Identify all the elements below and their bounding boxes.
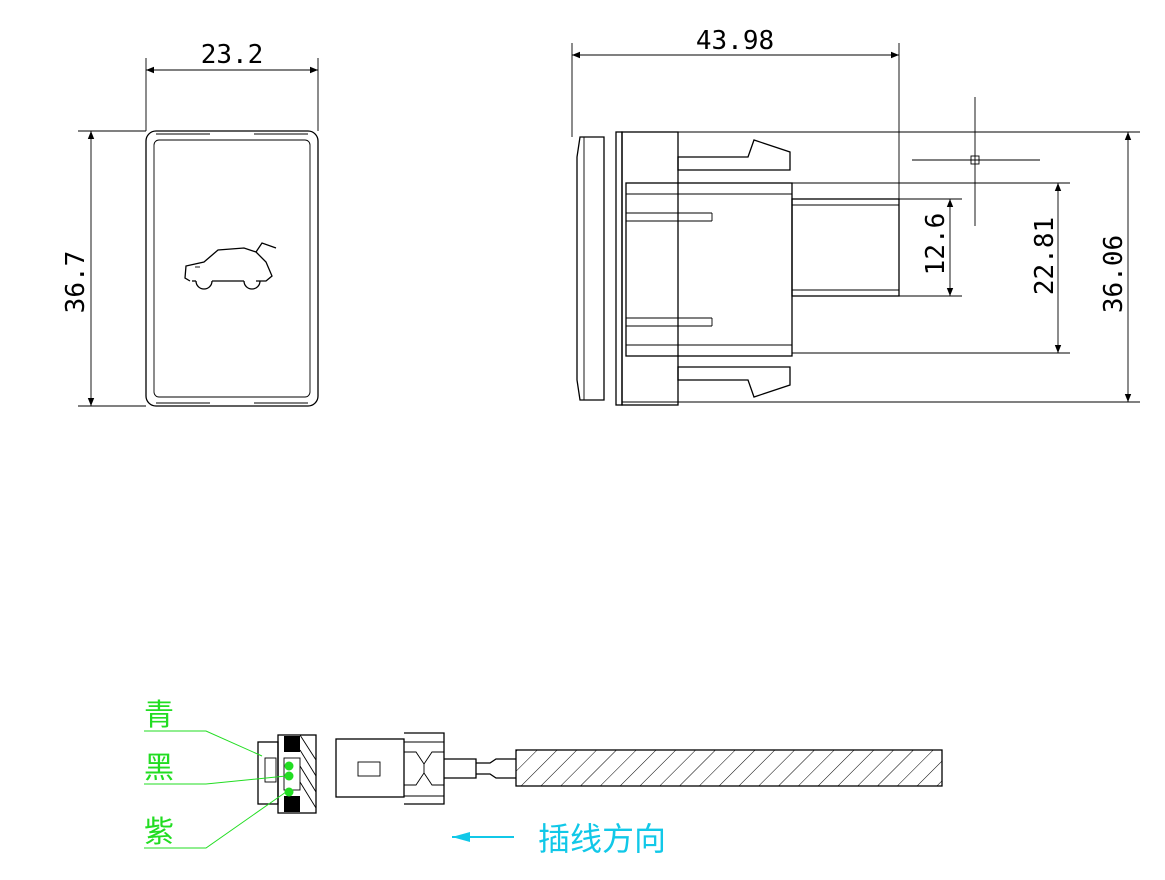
dim-side-height: 36.06 (1099, 235, 1129, 313)
dim-side-depth: 43.98 (696, 26, 774, 56)
wire-label-purple: 紫 (144, 815, 174, 850)
plug-collar (404, 732, 445, 805)
side-latch-bottom (677, 366, 791, 398)
side-view: 43.98 12.6 22.81 36.06 (571, 26, 1140, 406)
leader-cyan (144, 730, 263, 757)
socket-front (257, 741, 279, 805)
plug-window (357, 761, 381, 777)
insert-direction-label: 插线方向 (538, 820, 666, 858)
leader-black (144, 775, 287, 785)
wire-harness (515, 749, 943, 787)
dim-side-inner: 22.81 (1030, 217, 1060, 295)
dim-front-width: 23.2 (201, 40, 264, 70)
side-latch-top (677, 139, 791, 171)
pin-cyan-dot (284, 761, 294, 771)
front-view: 23.2 36.7 (61, 40, 319, 407)
side-housing (625, 182, 793, 357)
connector-view: 青 黑 紫 插线方向 (144, 698, 943, 858)
dim-side-inner-small: 12.6 (921, 213, 951, 276)
socket-pin-bottom (284, 796, 300, 812)
pin-purple-dot (284, 787, 294, 797)
dim-front-height: 36.7 (61, 251, 91, 314)
side-flange (615, 131, 623, 406)
front-body-outer (145, 130, 319, 407)
side-connector (791, 198, 900, 297)
leader-purple (144, 791, 287, 849)
plug-tail (444, 758, 477, 779)
wire-label-cyan: 青 (144, 698, 174, 733)
car-tailgate-icon (184, 242, 277, 290)
side-bezel (576, 136, 605, 401)
plug-body (335, 738, 405, 798)
wire-label-black: 黑 (144, 751, 174, 786)
front-body-inner (153, 139, 311, 398)
socket-pin-top (284, 736, 300, 752)
pin-black-dot (284, 771, 294, 781)
side-front-block (621, 131, 679, 406)
